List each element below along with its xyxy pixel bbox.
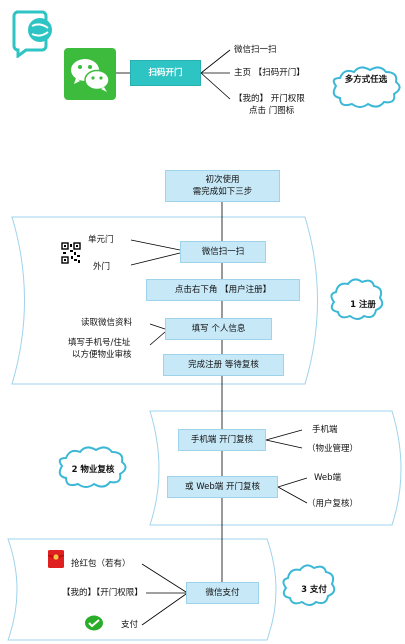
label-user-review: （用户复核）: [307, 499, 359, 509]
review-step-web-label: 或 Web端 开门复核: [185, 482, 260, 492]
label-for-review: 以方便物业审核: [72, 350, 132, 360]
option-my-permission: 【我的】 开门权限: [234, 94, 305, 104]
label-pay: 支付: [121, 620, 139, 630]
register-step-scan: 微信扫一扫: [180, 241, 266, 263]
cloud-register-label: 1 注册: [350, 300, 376, 310]
cloud-review-label: 2 物业复核: [71, 465, 115, 475]
cloud-pay-label: 3 支付: [301, 585, 327, 595]
label-property-mgmt: （物业管理）: [307, 444, 359, 454]
label-read-wechat: 读取微信资料: [81, 318, 133, 328]
register-step-scan-label: 微信扫一扫: [201, 247, 245, 257]
scan-open-door-box: 扫码开门: [130, 60, 201, 86]
option-click-door-icon: 点击 门图标: [249, 106, 295, 116]
cloud-options-label: 多方式任选: [344, 75, 388, 85]
register-step-click-register-label: 点击右下角 【用户注册】: [174, 285, 272, 295]
wechat-logo-icon: [64, 48, 116, 100]
app-logo-icon: [12, 10, 52, 58]
label-my-permission: 【我的】【开门权限】: [62, 588, 143, 598]
wechat-pay-icon: [85, 615, 103, 631]
cloud-register: [330, 278, 384, 320]
start-box: 初次使用 需完成如下三步: [165, 170, 280, 202]
cloud-review: [58, 446, 127, 488]
review-step-web: 或 Web端 开门复核: [167, 476, 278, 498]
option-home-scan: 主页 【扫码开门】: [234, 68, 305, 78]
label-mobile: 手机端: [312, 425, 338, 435]
label-unit-door: 单元门: [88, 235, 114, 245]
cloud-pay: [282, 564, 336, 606]
label-fill-phone: 填写手机号/住址: [68, 338, 131, 348]
scan-open-door-label: 扫码开门: [148, 68, 183, 78]
label-web: Web端: [314, 473, 342, 483]
register-step-click-register: 点击右下角 【用户注册】: [146, 279, 300, 301]
register-step-complete-label: 完成注册 等待复核: [188, 360, 259, 370]
label-red-packet: 抢红包（若有）: [71, 559, 131, 569]
review-step-mobile: 手机端 开门复核: [178, 429, 266, 451]
red-packet-icon: [48, 550, 64, 568]
label-outer-door: 外门: [93, 262, 111, 272]
start-line-2: 需完成如下三步: [192, 187, 253, 197]
register-step-complete: 完成注册 等待复核: [163, 354, 284, 376]
register-step-fill-info-label: 填写 个人信息: [191, 324, 246, 334]
review-step-mobile-label: 手机端 开门复核: [190, 435, 254, 445]
pay-step-wechat-pay: 微信支付: [186, 582, 259, 604]
pay-step-wechat-pay-label: 微信支付: [205, 588, 240, 598]
pay-panel: [7, 538, 277, 641]
cloud-options: [332, 66, 401, 108]
option-wechat-scan: 微信扫一扫: [234, 45, 277, 55]
qr-code-icon: [61, 242, 81, 264]
start-line-1: 初次使用: [205, 175, 240, 185]
register-step-fill-info: 填写 个人信息: [165, 318, 272, 340]
